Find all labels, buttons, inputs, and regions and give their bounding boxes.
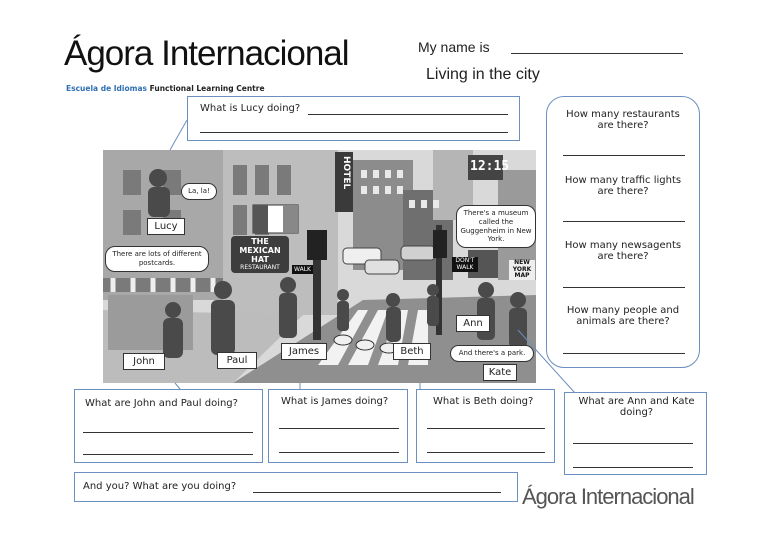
name-label-john: John [123, 353, 165, 370]
lucy-answer-line-2[interactable] [200, 132, 508, 133]
map-sign: NEW YORK MAP [509, 259, 535, 280]
james-answer-line-1[interactable] [279, 428, 399, 429]
name-label-ann: Ann [456, 315, 490, 332]
restaurants-answer-line[interactable] [563, 155, 685, 156]
footer-logo: Ágora Internacional [522, 484, 695, 509]
logo-tagline-centre: Functional Learning Centre [149, 84, 265, 93]
newsagents-answer-line[interactable] [563, 287, 685, 288]
walk-sign: WALK [292, 265, 313, 274]
page-title: Living in the city [426, 66, 540, 83]
people-animals-question: How many people and animals are there? [566, 305, 680, 327]
name-label-lucy: Lucy [147, 218, 185, 235]
logo-tagline: Escuela de Idiomas Functional Learning C… [66, 84, 265, 93]
ann-kate-question: What are Ann and Kate doing? [578, 396, 695, 418]
logo-tagline-school: Escuela de Idiomas [66, 84, 147, 93]
logo-text: Ágora Internacional [64, 34, 350, 73]
restaurant-sign-name: THE MEXICAN HAT [239, 237, 281, 264]
john-paul-answer-line-2[interactable] [83, 454, 253, 455]
lucy-question-box: What is Lucy doing? [187, 96, 520, 141]
beth-question: What is Beth doing? [433, 396, 534, 407]
name-label: My name is [418, 39, 490, 55]
john-paul-question: What are John and Paul doing? [85, 398, 238, 409]
beth-answer-line-2[interactable] [427, 452, 545, 453]
park-bubble: And there's a park. [450, 345, 534, 362]
ann-kate-question-box: What are Ann and Kate doing? [564, 392, 707, 475]
beth-answer-line-1[interactable] [427, 428, 545, 429]
ann-kate-answer-line-1[interactable] [573, 443, 693, 444]
dont-walk-sign: DON'T WALK [452, 257, 478, 273]
logo: Ágora Internacional Escuela de Idiomas F… [64, 34, 350, 94]
clock-sign: 12:15 [470, 159, 510, 174]
museum-bubble: There's a museum called the Guggenheim i… [456, 205, 536, 248]
name-label-kate: Kate [483, 364, 517, 381]
james-question: What is James doing? [281, 396, 389, 407]
james-answer-line-2[interactable] [279, 452, 399, 453]
counts-panel: How many restaurants are there? How many… [546, 96, 700, 368]
name-label-paul: Paul [217, 352, 257, 369]
you-question-box: And you? What are you doing? [74, 472, 518, 502]
people-animals-answer-line[interactable] [563, 353, 685, 354]
restaurant-sign-sub: RESTAURANT [240, 264, 280, 272]
you-answer-line[interactable] [253, 492, 501, 493]
name-label-james: James [281, 343, 327, 360]
traffic-lights-question: How many traffic lights are there? [564, 175, 682, 197]
beth-question-box: What is Beth doing? [416, 389, 555, 463]
name-field[interactable]: My name is [418, 37, 688, 57]
hotel-sign: HOTEL [341, 156, 351, 190]
restaurants-question: How many restaurants are there? [566, 109, 680, 131]
ann-kate-answer-line-2[interactable] [573, 467, 693, 468]
newsagents-question: How many newsagents are there? [564, 240, 682, 262]
traffic-lights-answer-line[interactable] [563, 221, 685, 222]
restaurant-sign: THE MEXICAN HAT RESTAURANT [231, 236, 289, 274]
lucy-question: What is Lucy doing? [200, 103, 301, 114]
lucy-answer-line-1[interactable] [308, 114, 508, 115]
name-label-beth: Beth [393, 343, 431, 360]
name-answer-line[interactable] [511, 53, 683, 54]
postcards-bubble: There are lots of different postcards. [105, 246, 209, 272]
james-question-box: What is James doing? [268, 389, 408, 463]
street-scene: HOTEL 12:15 THE MEXICAN HAT RESTAURANT W… [103, 150, 536, 383]
lalala-bubble: La, la! [181, 183, 217, 200]
john-paul-answer-line-1[interactable] [83, 432, 253, 433]
you-question: And you? What are you doing? [83, 481, 237, 492]
john-paul-question-box: What are John and Paul doing? [74, 389, 263, 463]
